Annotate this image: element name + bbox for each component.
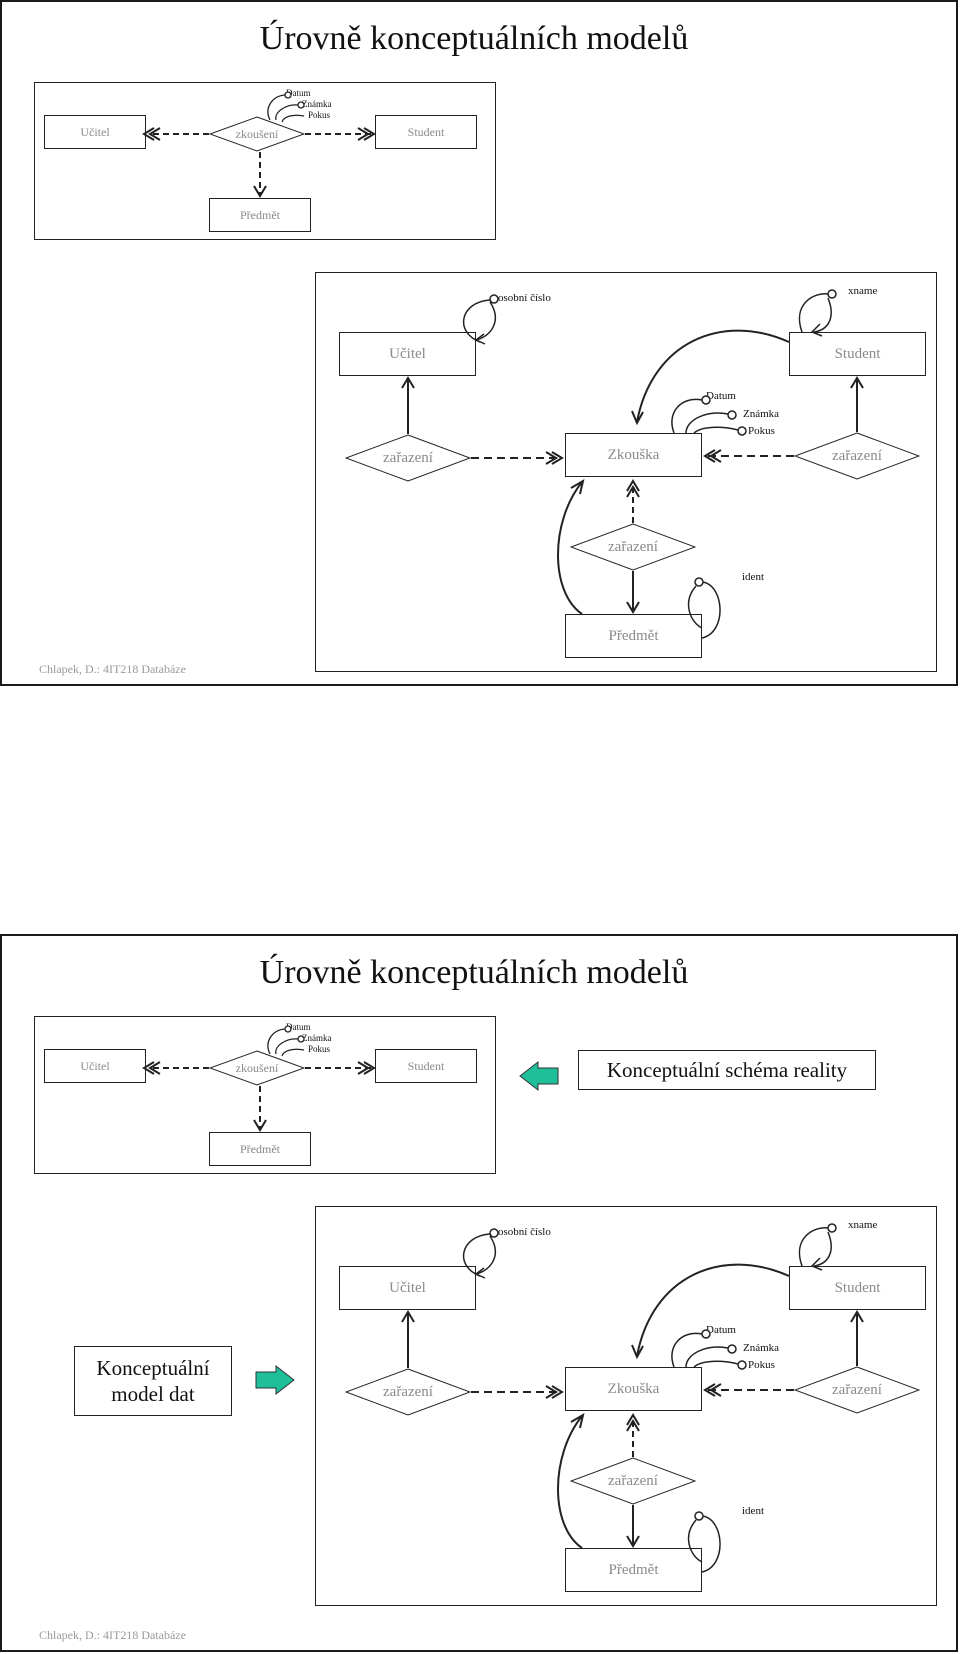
attr-pokus: Pokus [308, 1044, 331, 1054]
slide-title: Úrovně konceptuálních modelů [259, 20, 689, 57]
relationship-zkouseni: zkoušení [209, 116, 305, 152]
entity-zkouska: Zkouška [565, 1367, 702, 1411]
attr-xname: xname [848, 285, 878, 297]
attr-datum: Datum [706, 390, 736, 402]
entity-ucitel: Učitel [44, 115, 146, 149]
callout-conceptual-model: Konceptuální model dat [74, 1346, 232, 1416]
entity-ucitel: Učitel [339, 1266, 476, 1310]
model-connectors [401, 1223, 864, 1573]
attr-datum: Datum [706, 1324, 736, 1336]
attr-datum: Datum [286, 88, 311, 98]
attr-ident: ident [742, 1505, 764, 1517]
attr-znamka: Známka [743, 408, 780, 420]
arrow-right-icon [255, 1364, 295, 1396]
footer: Chlapek, D.: 4IT218 Databáze [39, 662, 186, 676]
attr-pokus: Pokus [748, 425, 775, 437]
slide-title: Úrovně konceptuálních modelů [259, 954, 689, 991]
callout-line-2: model dat [111, 1382, 195, 1406]
entity-predmet: Předmět [209, 1132, 311, 1166]
callout-line-1: Konceptuální [96, 1356, 210, 1380]
relationship-label: zkoušení [235, 126, 279, 141]
attr-xname: xname [848, 1219, 878, 1231]
relationship-zarazeni-student: zařazení [794, 432, 920, 480]
footer: Chlapek, D.: 4IT218 Databáze [39, 1628, 186, 1642]
attr-pokus: Pokus [308, 110, 331, 120]
attr-datum: Datum [286, 1022, 311, 1032]
relationship-zkouseni: zkoušení [209, 1050, 305, 1086]
entity-student: Student [789, 1266, 926, 1310]
callout-conceptual-schema: Konceptuální schéma reality [578, 1050, 876, 1090]
entity-predmet: Předmět [209, 198, 311, 232]
relationship-zarazeni-ucitel: zařazení [345, 1368, 471, 1416]
entity-ucitel: Učitel [339, 332, 476, 376]
slide-2: Úrovně konceptuálních modelů Učitel Stud… [0, 934, 958, 1652]
attr-ident: ident [742, 571, 764, 583]
entity-zkouska: Zkouška [565, 433, 702, 477]
attr-pokus: Pokus [748, 1359, 775, 1371]
entity-predmet: Předmět [565, 1548, 702, 1592]
arrow-left-icon [519, 1060, 559, 1092]
schema-connectors [142, 1025, 559, 1396]
entity-predmet: Předmět [565, 614, 702, 658]
entity-ucitel: Učitel [44, 1049, 146, 1083]
attr-osobni-cislo: osobní číslo [498, 292, 551, 304]
relationship-zarazeni-student: zařazení [794, 1366, 920, 1414]
relationship-zarazeni-predmet: zařazení [570, 1457, 696, 1505]
schema-connectors [142, 91, 376, 198]
attr-znamka: Známka [743, 1342, 780, 1354]
model-connectors [401, 289, 864, 639]
slide-1: Úrovně konceptuálních modelů Učitel Stud… [0, 0, 958, 686]
entity-student: Student [375, 115, 477, 149]
entity-student: Student [375, 1049, 477, 1083]
attr-znamka: Známka [302, 99, 332, 109]
attr-osobni-cislo: osobní číslo [498, 1226, 551, 1238]
relationship-zarazeni-ucitel: zařazení [345, 434, 471, 482]
relationship-zarazeni-predmet: zařazení [570, 523, 696, 571]
entity-student: Student [789, 332, 926, 376]
attr-znamka: Známka [302, 1033, 332, 1043]
